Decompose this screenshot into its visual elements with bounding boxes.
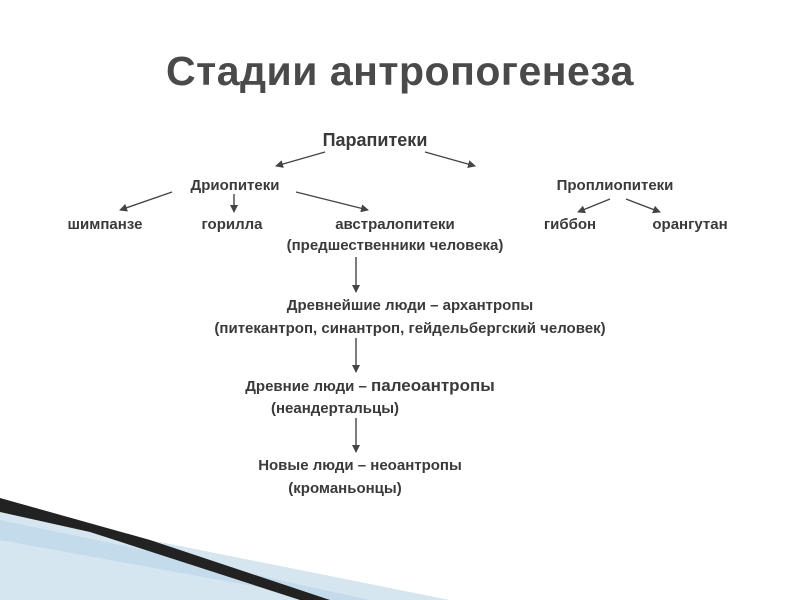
node-gibbon: гиббон bbox=[520, 216, 620, 234]
node-arkhantropy-label: Древнейшие люди – архантропы bbox=[286, 297, 534, 314]
node-driopiteki-label: Дриопитеки bbox=[190, 177, 280, 194]
node-paleoantropy: Древние люди – палеоантропы (неандерталь… bbox=[200, 377, 540, 418]
node-neoantropy-note: (кроманьонцы) bbox=[288, 480, 402, 497]
node-shimpanze-label: шимпанзе bbox=[67, 216, 143, 233]
swoosh-blue-band bbox=[0, 508, 450, 600]
arrow-propliopiteki-orangutan bbox=[625, 198, 661, 214]
node-avstralopiteki: австралопитеки (предшественники человека… bbox=[255, 216, 535, 255]
node-neoantropy-label: Новые люди – неоантропы bbox=[258, 457, 462, 474]
arrow-driopiteki-shimpanze bbox=[119, 191, 173, 212]
node-paleoantropy-term: палеоантропы bbox=[371, 376, 495, 395]
node-paleoantropy-label: Древние люди – палеоантропы bbox=[200, 377, 540, 396]
node-driopiteki: Дриопитеки bbox=[170, 177, 300, 195]
node-parapiteki: Парапитеки bbox=[300, 131, 450, 149]
node-propliopiteki: Проплиопитеки bbox=[535, 177, 695, 195]
node-orangutan-label: орангутан bbox=[652, 216, 728, 233]
swoosh-dark-band bbox=[0, 498, 330, 600]
arrow-propliopiteki-gibbon bbox=[577, 198, 611, 214]
page-title: Стадии антропогенеза bbox=[166, 48, 634, 94]
arrow-driopiteki-avstralopiteki bbox=[295, 191, 369, 213]
node-avstralopiteki-label: австралопитеки bbox=[335, 216, 455, 233]
node-arkhantropy: Древнейшие люди – архантропы (питекантро… bbox=[150, 297, 670, 338]
node-neoantropy: Новые люди – неоантропы (кроманьонцы) bbox=[210, 457, 510, 498]
node-parapiteki-label: Парапитеки bbox=[322, 130, 428, 150]
arrow-parapiteki-driopiteki bbox=[275, 151, 326, 168]
node-arkhantropy-note: (питекантроп, синантроп, гейдельбергский… bbox=[214, 320, 606, 337]
node-paleoantropy-prefix: Древние люди – bbox=[245, 378, 371, 395]
node-gibbon-label: гиббон bbox=[543, 216, 597, 233]
arrow-parapiteki-propliopiteki bbox=[424, 151, 476, 168]
node-paleoantropy-note: (неандертальцы) bbox=[270, 400, 400, 417]
node-shimpanze: шимпанзе bbox=[55, 216, 155, 234]
node-gorilla: горилла bbox=[182, 216, 282, 234]
node-propliopiteki-label: Проплиопитеки bbox=[556, 177, 674, 194]
node-gorilla-label: горилла bbox=[201, 216, 263, 233]
node-orangutan: орангутан bbox=[635, 216, 745, 234]
node-avstralopiteki-note: (предшественники человека) bbox=[286, 237, 504, 254]
